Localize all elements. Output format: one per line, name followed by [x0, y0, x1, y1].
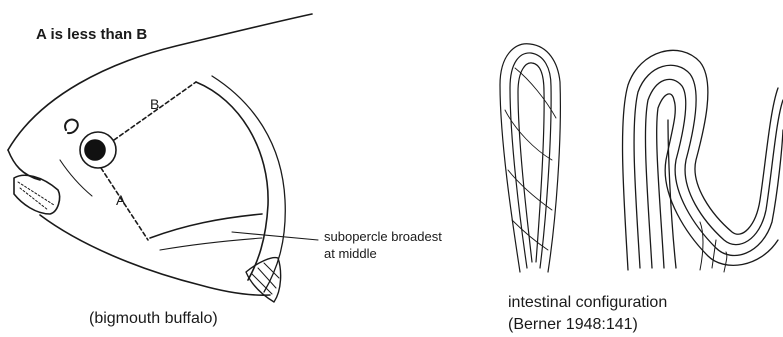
callout-line-1: subopercle broadest [324, 228, 442, 245]
comparison-label: A is less than B [36, 27, 147, 42]
callout-line-2: at middle [324, 245, 442, 262]
fish-caption: (bigmouth buffalo) [89, 311, 218, 327]
intestine-caption-line-2: (Berner 1948:141) [508, 314, 667, 336]
intestine-caption: intestinal configuration (Berner 1948:14… [508, 292, 667, 336]
intestine-caption-line-1: intestinal configuration [508, 292, 667, 314]
measure-b-label: B [150, 96, 159, 112]
subopercle-callout: subopercle broadest at middle [324, 228, 442, 262]
intestine-loop-icon [500, 44, 560, 272]
fish-head-icon [8, 14, 318, 302]
measure-a-label: A [116, 192, 125, 208]
intestine-coil-icon [623, 50, 783, 272]
